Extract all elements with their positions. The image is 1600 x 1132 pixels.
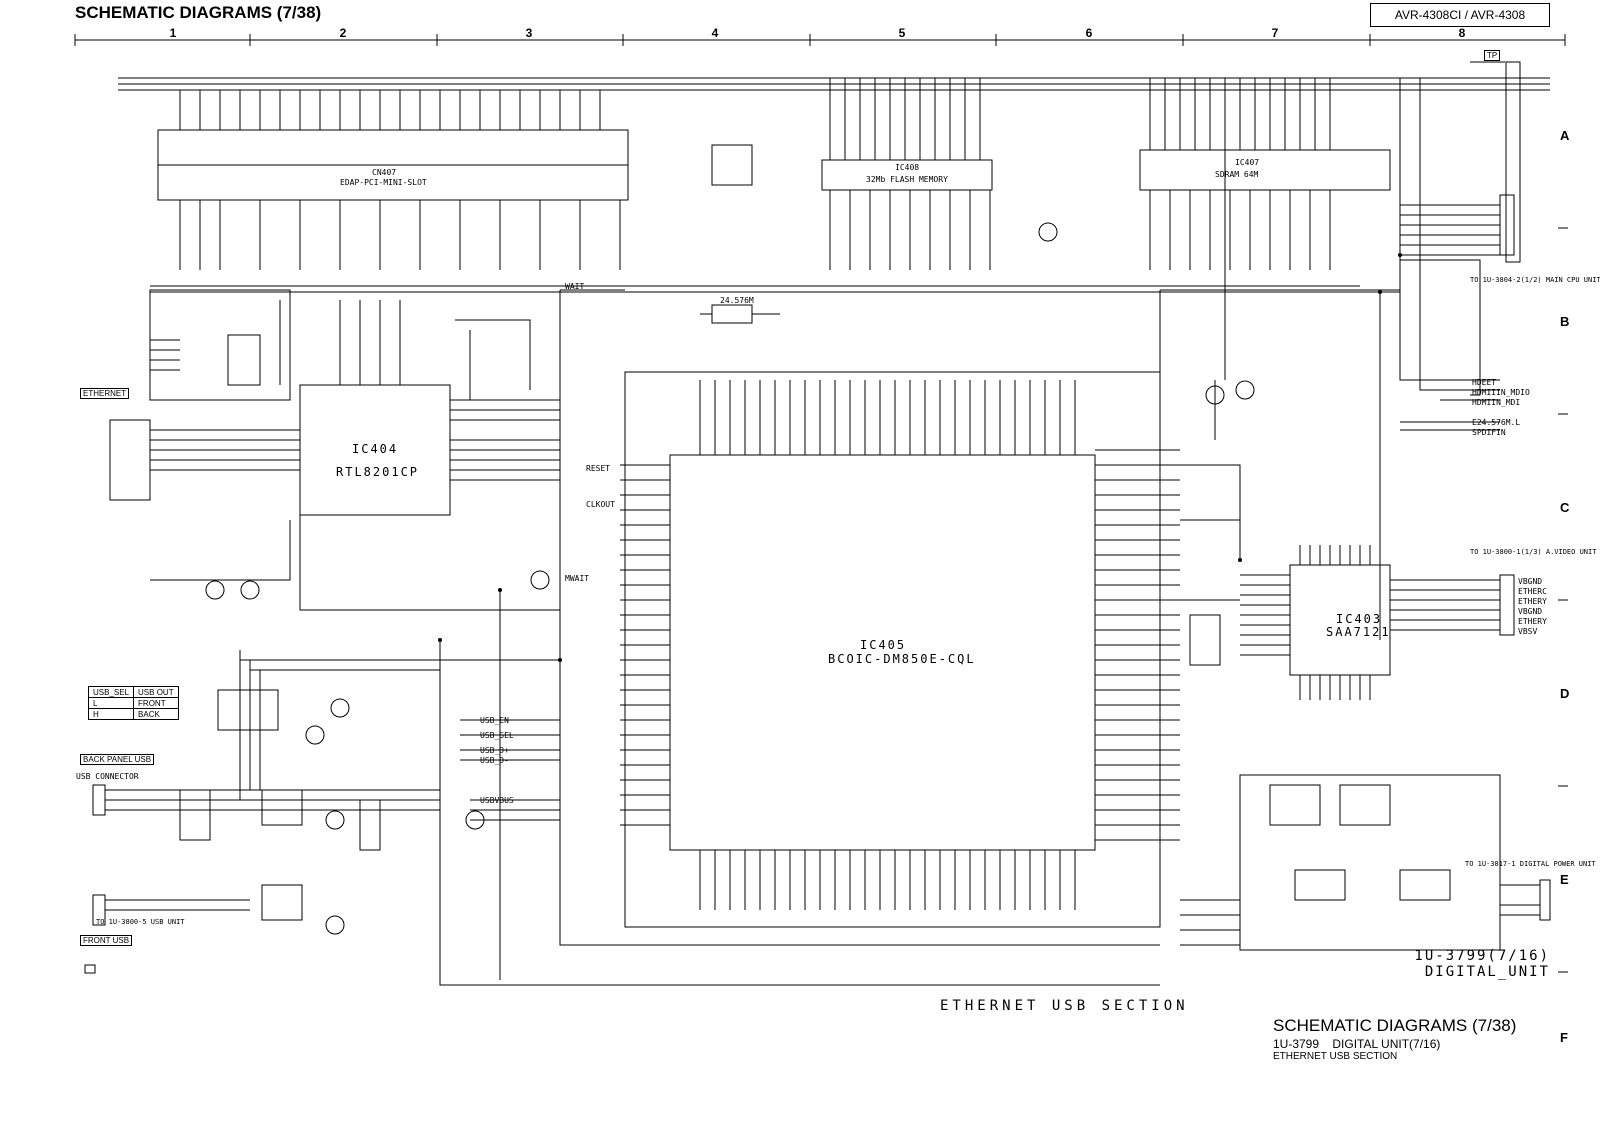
to-usb-unit-label: TO 1U-3800-5 USB UNIT — [96, 918, 185, 926]
footer-section: ETHERNET USB SECTION — [1273, 1051, 1398, 1062]
column-label: 5 — [898, 26, 906, 40]
column-label: 1 — [169, 26, 177, 40]
row-label: E — [1560, 872, 1569, 887]
usb-connector-label: USB CONNECTOR — [76, 772, 139, 781]
ic403-part: SAA7121 — [1326, 625, 1391, 639]
cn407-part: EDAP-PCI-MINI-SLOT — [340, 178, 427, 187]
ic407-part: SDRAM 64M — [1215, 170, 1259, 179]
column-label: 6 — [1085, 26, 1093, 40]
net-label: USBVBUS — [480, 796, 514, 805]
crystal-label: 24.576M — [720, 296, 754, 305]
front-usb-label: FRONT USB — [80, 935, 133, 946]
net-label: USB_SEL — [480, 731, 514, 740]
net-label: USB_D+ — [480, 746, 509, 755]
net-label: HDEET — [1472, 378, 1497, 387]
page-title: SCHEMATIC DIAGRAMS (7/38) — [75, 3, 322, 22]
ic407-name: IC407 — [1235, 158, 1260, 167]
usb-sel-value: H — [87, 708, 135, 720]
ic403-name: IC403 — [1336, 612, 1383, 626]
net-label: MWAIT — [565, 574, 590, 583]
to-video-unit-label: TO 1U-3800-1(1/3) A.VIDEO UNIT — [1470, 548, 1597, 556]
net-label: ETHERY — [1518, 617, 1547, 626]
column-label: 7 — [1271, 26, 1279, 40]
ic404-name: IC404 — [352, 442, 399, 456]
footer-block: SCHEMATIC DIAGRAMS (7/38) 1U-3799 DIGITA… — [1273, 1016, 1516, 1062]
footer-title: SCHEMATIC DIAGRAMS (7/38) — [1273, 1016, 1517, 1035]
net-label: RESET — [586, 464, 611, 473]
net-label: USB_EN — [480, 716, 509, 725]
section-label: ETHERNET USB SECTION — [940, 998, 1189, 1014]
row-label: F — [1560, 1030, 1568, 1045]
ic405-part: BCOIC-DM850E-CQL — [828, 652, 976, 666]
unit-label-line1: 1U-3799(7/16) — [1414, 948, 1550, 964]
row-label: C — [1560, 500, 1570, 515]
model-number-box: AVR-4308CI / AVR-4308 — [1370, 3, 1550, 27]
net-label: ETHERY — [1518, 597, 1547, 606]
net-label: VBGND — [1518, 607, 1543, 616]
usb-sel-header: USB_SEL — [87, 686, 135, 698]
net-label: ETHERC — [1518, 587, 1547, 596]
column-ruler: 1 2 3 4 5 6 7 8 — [75, 26, 1570, 42]
footer-unit: 1U-3799 DIGITAL UNIT(7/16) — [1273, 1037, 1441, 1051]
ic408-part: 32Mb FLASH MEMORY — [866, 175, 948, 184]
net-label: USB_D- — [480, 756, 509, 765]
ic405-name: IC405 — [860, 638, 907, 652]
usb-sel-value: L — [87, 697, 135, 709]
column-label: 4 — [711, 26, 719, 40]
ic408-name: IC408 — [895, 163, 920, 172]
row-label: B — [1560, 314, 1570, 329]
column-label: 3 — [525, 26, 533, 40]
usb-out-value: FRONT — [133, 697, 179, 709]
usb-out-header: USB OUT — [133, 686, 179, 698]
net-label: SPDIFIN — [1472, 428, 1506, 437]
column-label: 8 — [1458, 26, 1466, 40]
net-label: WAIT — [565, 282, 585, 291]
column-label: 2 — [339, 26, 347, 40]
tp-label: TP — [1484, 50, 1501, 61]
unit-label-line2: DIGITAL_UNIT — [1424, 964, 1550, 980]
usb-select-table: USB_SEL USB OUT L FRONT H BACK — [87, 686, 179, 720]
to-power-unit-label: TO 1U-3817-1 DIGITAL POWER UNIT — [1465, 860, 1596, 868]
net-label: VBGND — [1518, 577, 1543, 586]
ethernet-label: ETHERNET — [80, 388, 130, 399]
back-panel-usb-label: BACK PANEL USB — [80, 754, 155, 765]
unit-label: 1U-3799(7/16) DIGITAL_UNIT — [1365, 948, 1550, 980]
net-label: HDMIIIN_MDIO — [1472, 388, 1530, 397]
usb-out-value: BACK — [133, 708, 179, 720]
net-label: CLKOUT — [586, 500, 615, 509]
cn407-name: CN407 — [372, 168, 397, 177]
net-label: VBSV — [1518, 627, 1538, 636]
row-label: D — [1560, 686, 1570, 701]
ic404-part: RTL8201CP — [336, 465, 420, 479]
row-label: A — [1560, 128, 1570, 143]
net-label: E24.576M.L — [1472, 418, 1521, 427]
net-label: HDMIIN_MDI — [1472, 398, 1521, 407]
to-main-cpu-label: TO 1U-3804-2(1/2) MAIN CPU UNIT — [1470, 276, 1600, 284]
